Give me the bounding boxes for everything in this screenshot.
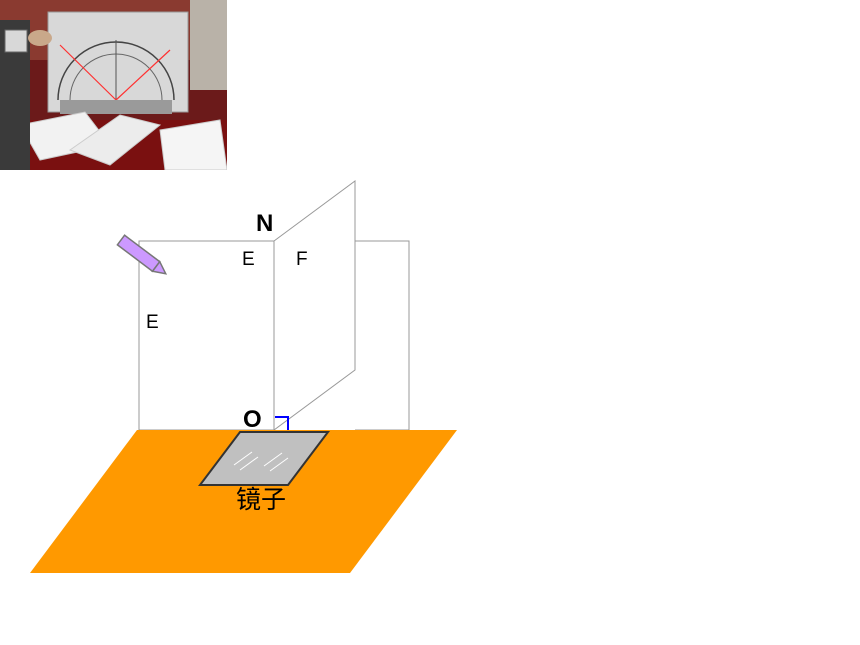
label-panel-f: F bbox=[296, 249, 308, 270]
label-mirror: 镜子 bbox=[236, 485, 286, 514]
right-angle-marker bbox=[275, 416, 289, 430]
laser-pen-icon bbox=[116, 234, 168, 275]
lab-photo bbox=[0, 0, 227, 170]
mirror bbox=[197, 431, 331, 486]
label-point-o: O bbox=[243, 406, 262, 433]
base-plane bbox=[30, 430, 457, 573]
mirror-glint-marks bbox=[233, 451, 289, 472]
panel-f bbox=[273, 180, 356, 431]
label-normal-n: N bbox=[256, 210, 273, 237]
label-panel-e-side: E bbox=[146, 312, 159, 333]
back-panel-outline bbox=[355, 240, 410, 431]
label-panel-e-top: E bbox=[242, 249, 255, 270]
